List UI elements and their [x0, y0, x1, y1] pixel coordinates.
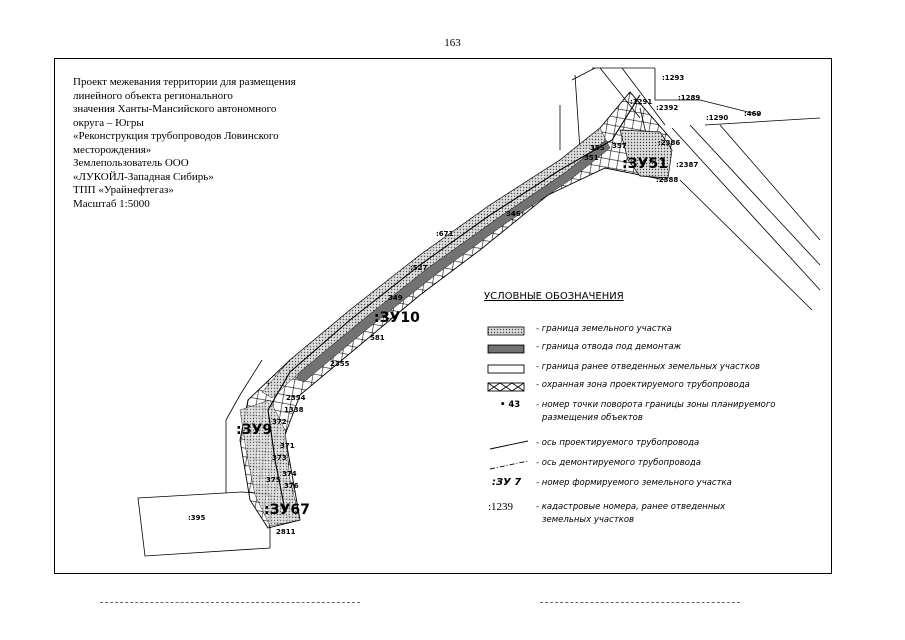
parcel-395 — [137, 491, 271, 557]
parcel-label-zu10: :ЗУ10 — [374, 310, 420, 326]
legend-item-pipeline-axis: - ось проектируемого трубопровода — [484, 437, 814, 455]
cadastral-label: :2388 — [656, 176, 678, 184]
cadastral-label: :469 — [744, 110, 762, 118]
point-label: 376 — [284, 482, 299, 490]
point-label: 346 — [506, 210, 521, 218]
point-label: 351 — [584, 154, 599, 162]
point-label: 374 — [282, 470, 297, 478]
point-label-group: 355 357 351 346 349 581 2355 2354 1338 3… — [266, 142, 627, 536]
title-line: «ЛУКОЙЛ-Западная Сибирь» — [73, 170, 214, 183]
point-label: 372 — [272, 418, 287, 426]
point-label: 2354 — [286, 394, 306, 402]
title-line: значения Ханты-Мансийского автономного — [73, 103, 277, 115]
point-label: 375 — [266, 476, 281, 484]
demolition-strip — [295, 139, 611, 383]
cadastral-label: :395 — [188, 514, 206, 522]
legend-item-parcel-number: :ЗУ 7 - номер формируемого земельного уч… — [492, 477, 732, 488]
cadastral-label: :2387 — [676, 161, 698, 169]
cadastral-label-group: :1293 :1289 :1291 :2392 :1290 :469 :2386… — [188, 74, 762, 522]
scan-artifact-line — [540, 602, 740, 603]
map-canvas: :1293 :1289 :1291 :2392 :1290 :469 :2386… — [137, 67, 821, 557]
parcel-label-zu51: :ЗУ51 — [622, 156, 668, 172]
page-number: 163 — [444, 37, 461, 49]
point-label: 2811 — [276, 528, 296, 536]
title-line: округа – Югры — [73, 116, 144, 129]
empty-box-symbol — [487, 364, 525, 374]
cadastral-label: :1291 — [630, 98, 652, 106]
line-symbol — [489, 440, 529, 450]
pipeline-axis — [267, 94, 641, 511]
title-line: Масштаб 1:5000 — [73, 197, 150, 210]
legend-item-cadastral-number: :1239 - кадастровые номера, ранее отведе… — [488, 501, 726, 525]
map-frame — [54, 58, 832, 574]
title-line: Землепользователь ООО — [73, 157, 189, 169]
scan-artifact-line — [100, 602, 360, 603]
title-line: ТПП «Урайнефтегаз» — [73, 184, 174, 196]
land-parcel-zu9 — [239, 399, 301, 527]
parcel-label-zu67: :ЗУ67 — [264, 502, 310, 518]
fine-hatch-symbol — [487, 326, 525, 336]
land-parcel-zu51 — [619, 129, 673, 179]
parcel-label-group: :ЗУ51 :ЗУ10 :ЗУ9 :ЗУ67 — [236, 156, 668, 518]
parcel-number-sample: :ЗУ 7 — [492, 477, 522, 488]
legend-item-prior-parcels: - граница ранее отведенных земельных уча… — [484, 361, 814, 379]
legend-item-turn-point: • 43 - номер точки поворота границы зоны… — [500, 400, 776, 423]
cadastral-label: :2392 — [656, 104, 678, 112]
cadastral-label: :1293 — [662, 74, 684, 82]
zone-x-symbol — [487, 382, 525, 392]
legend-item-land-parcel: - граница земельного участка — [484, 323, 814, 341]
dash-line-symbol — [489, 460, 529, 470]
title-line: линейного объекта регионального — [73, 89, 233, 102]
cadastral-sample: :1239 — [488, 501, 514, 513]
legend-item-protection-zone: - охранная зона проектируемого трубопров… — [484, 379, 814, 397]
parcel-label-zu9: :ЗУ9 — [236, 422, 272, 438]
cadastral-label: :1290 — [706, 114, 728, 122]
cadastral-label: :2386 — [658, 139, 680, 147]
point-label: 1338 — [284, 406, 304, 414]
title-line: «Реконструкция трубопроводов Ловинского — [73, 130, 279, 142]
point-label: 357 — [612, 142, 627, 150]
legend: УСЛОВНЫЕ ОБОЗНАЧЕНИЯ - граница земельног… — [484, 291, 814, 525]
cadastral-label: :527 — [410, 264, 428, 272]
point-label: 371 — [280, 442, 295, 450]
legend-item-demolished-axis: - ось демонтируемого трубопровода — [484, 457, 814, 475]
turn-point-sample: • 43 — [500, 400, 521, 410]
point-label: 2355 — [330, 360, 350, 368]
title-block: Проект межевания территории для размещен… — [73, 76, 373, 211]
point-label: 355 — [590, 144, 605, 152]
dense-hatch-symbol — [487, 344, 525, 354]
cadastral-label: :671 — [436, 230, 454, 238]
legend-title: УСЛОВНЫЕ ОБОЗНАЧЕНИЯ — [484, 291, 624, 302]
title-line: месторождения» — [73, 143, 152, 156]
cadastral-label: :1289 — [678, 94, 700, 102]
point-label: 349 — [388, 294, 403, 302]
point-label: 373 — [272, 454, 287, 462]
title-line: Проект межевания территории для размещен… — [73, 76, 296, 88]
point-label: 581 — [370, 334, 385, 342]
legend-item-demolition: - граница отвода под демонтаж — [484, 341, 814, 359]
